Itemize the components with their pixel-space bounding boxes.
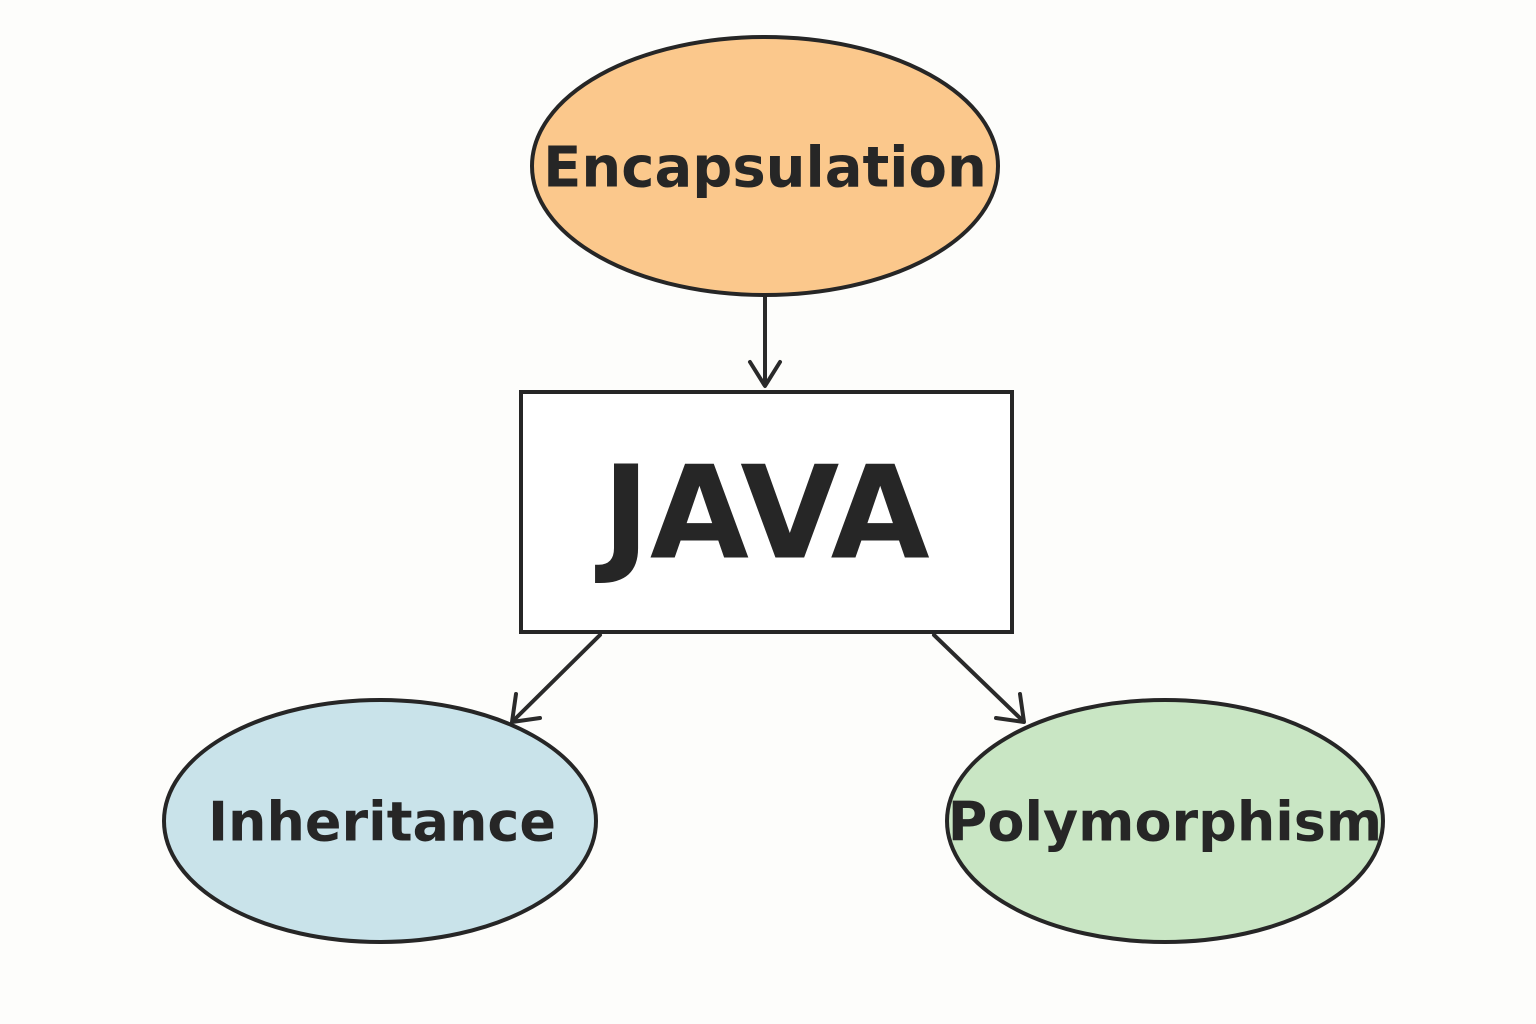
encapsulation-label: Encapsulation (543, 136, 987, 201)
edge-encapsulation-java (748, 294, 782, 388)
polymorphism-label: Polymorphism (948, 791, 1382, 854)
node-polymorphism: Polymorphism (945, 698, 1385, 944)
inheritance-ellipse (162, 698, 598, 944)
node-encapsulation: Encapsulation (530, 35, 1000, 297)
java-box (519, 390, 1014, 634)
inheritance-label: Inheritance (208, 791, 556, 854)
edge-java-polymorphism (932, 633, 1026, 724)
polymorphism-ellipse (945, 698, 1385, 944)
edge-java-inheritance (510, 633, 602, 724)
encapsulation-ellipse (530, 35, 1000, 297)
node-inheritance: Inheritance (162, 698, 598, 944)
java-label: JAVA (594, 440, 929, 589)
node-java: JAVA (519, 390, 1014, 634)
